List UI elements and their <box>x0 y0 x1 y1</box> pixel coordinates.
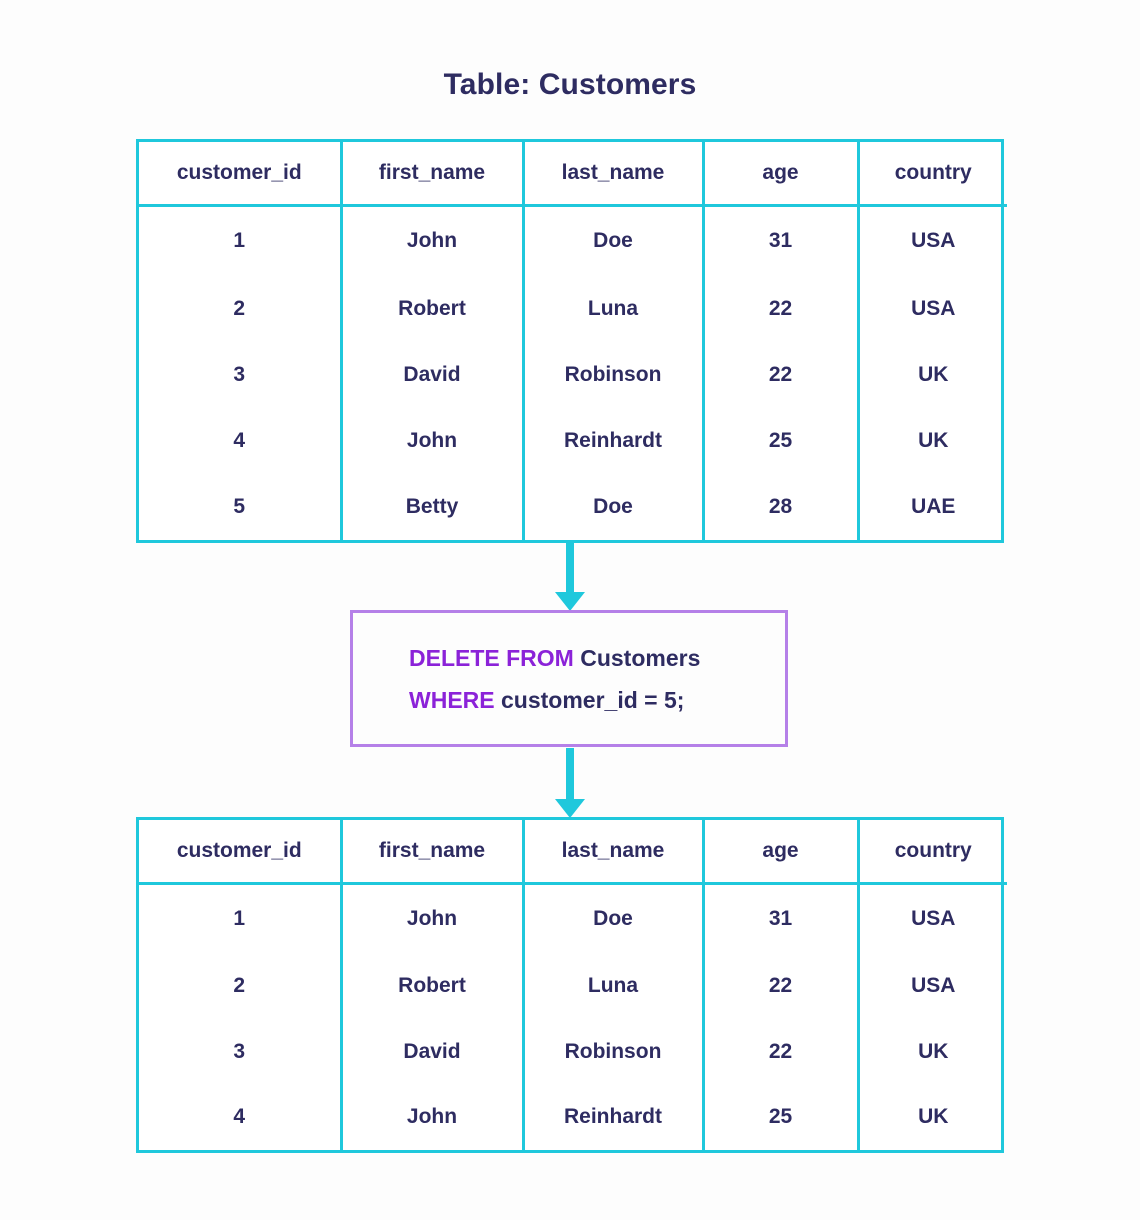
column-header-country: country <box>858 820 1007 885</box>
arrow-down-icon <box>555 748 585 818</box>
table-row: 4 John Reinhardt 25 UK <box>139 407 1007 474</box>
table-header-row: customer_id first_name last_name age cou… <box>139 820 1007 885</box>
cell-customer-id: 2 <box>139 953 343 1019</box>
table-row: 5 Betty Doe 28 UAE <box>139 473 1007 540</box>
sql-keyword-delete-from: DELETE FROM <box>409 644 574 671</box>
table-row: 3 David Robinson 22 UK <box>139 341 1007 408</box>
cell-last-name: Luna <box>523 953 705 1019</box>
column-header-customer-id: customer_id <box>139 820 343 885</box>
cell-last-name: Reinhardt <box>523 407 705 474</box>
query-line-2: WHERE customer_id = 5; <box>409 679 684 721</box>
cell-age: 22 <box>703 1018 860 1085</box>
cell-first-name: David <box>341 341 525 408</box>
cell-customer-id: 3 <box>139 341 343 408</box>
column-header-first-name: first_name <box>341 820 525 885</box>
cell-customer-id: 3 <box>139 1018 343 1085</box>
table-row: 1 John Doe 31 USA <box>139 883 1007 954</box>
column-header-age: age <box>703 820 860 885</box>
cell-last-name: Doe <box>523 883 705 954</box>
table-header-row: customer_id first_name last_name age cou… <box>139 142 1007 207</box>
column-header-age: age <box>703 142 860 207</box>
cell-country: UK <box>918 428 949 452</box>
cell-customer-id: 4 <box>139 1084 343 1150</box>
sql-query-box: DELETE FROM Customers WHERE customer_id … <box>350 610 788 747</box>
query-line-1: DELETE FROM Customers <box>409 637 700 679</box>
cell-customer-id: 4 <box>139 407 343 474</box>
page-title: Table: Customers <box>443 68 697 101</box>
cell-country: UAE <box>911 494 956 518</box>
sql-keyword-where: WHERE <box>409 686 495 713</box>
cell-customer-id: 5 <box>139 473 343 540</box>
cell-age: 22 <box>703 953 860 1019</box>
sql-condition: customer_id = 5; <box>494 686 685 713</box>
cell-first-name: John <box>341 205 525 276</box>
sql-target-table: Customers <box>573 644 701 671</box>
cell-last-name: Luna <box>523 275 705 342</box>
cell-last-name: Doe <box>523 473 705 540</box>
cell-customer-id: 1 <box>139 883 343 954</box>
cell-age: 22 <box>703 341 860 408</box>
arrow-down-icon <box>555 543 585 611</box>
cell-customer-id: 1 <box>139 205 343 276</box>
column-header-last-name: last_name <box>523 820 705 885</box>
cell-age: 25 <box>703 1084 860 1150</box>
table-row: 3 David Robinson 22 UK <box>139 1018 1007 1085</box>
table-after-grid: customer_id first_name last_name age cou… <box>139 820 1007 1150</box>
cell-first-name: David <box>341 1018 525 1085</box>
cell-first-name: John <box>341 407 525 474</box>
table-row: 2 Robert Luna 22 USA <box>139 953 1007 1019</box>
cell-first-name: John <box>341 1084 525 1150</box>
cell-age: 28 <box>703 473 860 540</box>
cell-country: USA <box>911 296 956 320</box>
cell-age: 25 <box>703 407 860 474</box>
cell-country: UK <box>918 362 949 386</box>
column-header-last-name: last_name <box>523 142 705 207</box>
cell-last-name: Robinson <box>523 341 705 408</box>
cell-last-name: Reinhardt <box>523 1084 705 1150</box>
table-row: 1 John Doe 31 USA <box>139 205 1007 276</box>
cell-last-name: Doe <box>523 205 705 276</box>
cell-country: UK <box>918 1105 949 1129</box>
cell-country: USA <box>911 973 956 997</box>
cell-age: 31 <box>703 883 860 954</box>
cell-first-name: Betty <box>341 473 525 540</box>
cell-customer-id: 2 <box>139 275 343 342</box>
cell-age: 31 <box>703 205 860 276</box>
cell-last-name: Robinson <box>523 1018 705 1085</box>
cell-first-name: John <box>341 883 525 954</box>
arrow-head <box>555 799 585 818</box>
column-header-customer-id: customer_id <box>139 142 343 207</box>
column-header-country: country <box>858 142 1007 207</box>
table-before-grid: customer_id first_name last_name age cou… <box>139 142 1007 540</box>
arrow-head <box>555 592 585 611</box>
cell-country: UK <box>918 1039 949 1063</box>
cell-first-name: Robert <box>341 953 525 1019</box>
customers-table-before: customer_id first_name last_name age cou… <box>136 139 1007 543</box>
cell-first-name: Robert <box>341 275 525 342</box>
cell-age: 22 <box>703 275 860 342</box>
cell-country: USA <box>911 907 956 931</box>
table-row: 4 John Reinhardt 25 UK <box>139 1084 1007 1150</box>
customers-table-after: customer_id first_name last_name age cou… <box>136 817 1007 1153</box>
column-header-first-name: first_name <box>341 142 525 207</box>
cell-country: USA <box>911 229 956 253</box>
table-row: 2 Robert Luna 22 USA <box>139 275 1007 342</box>
